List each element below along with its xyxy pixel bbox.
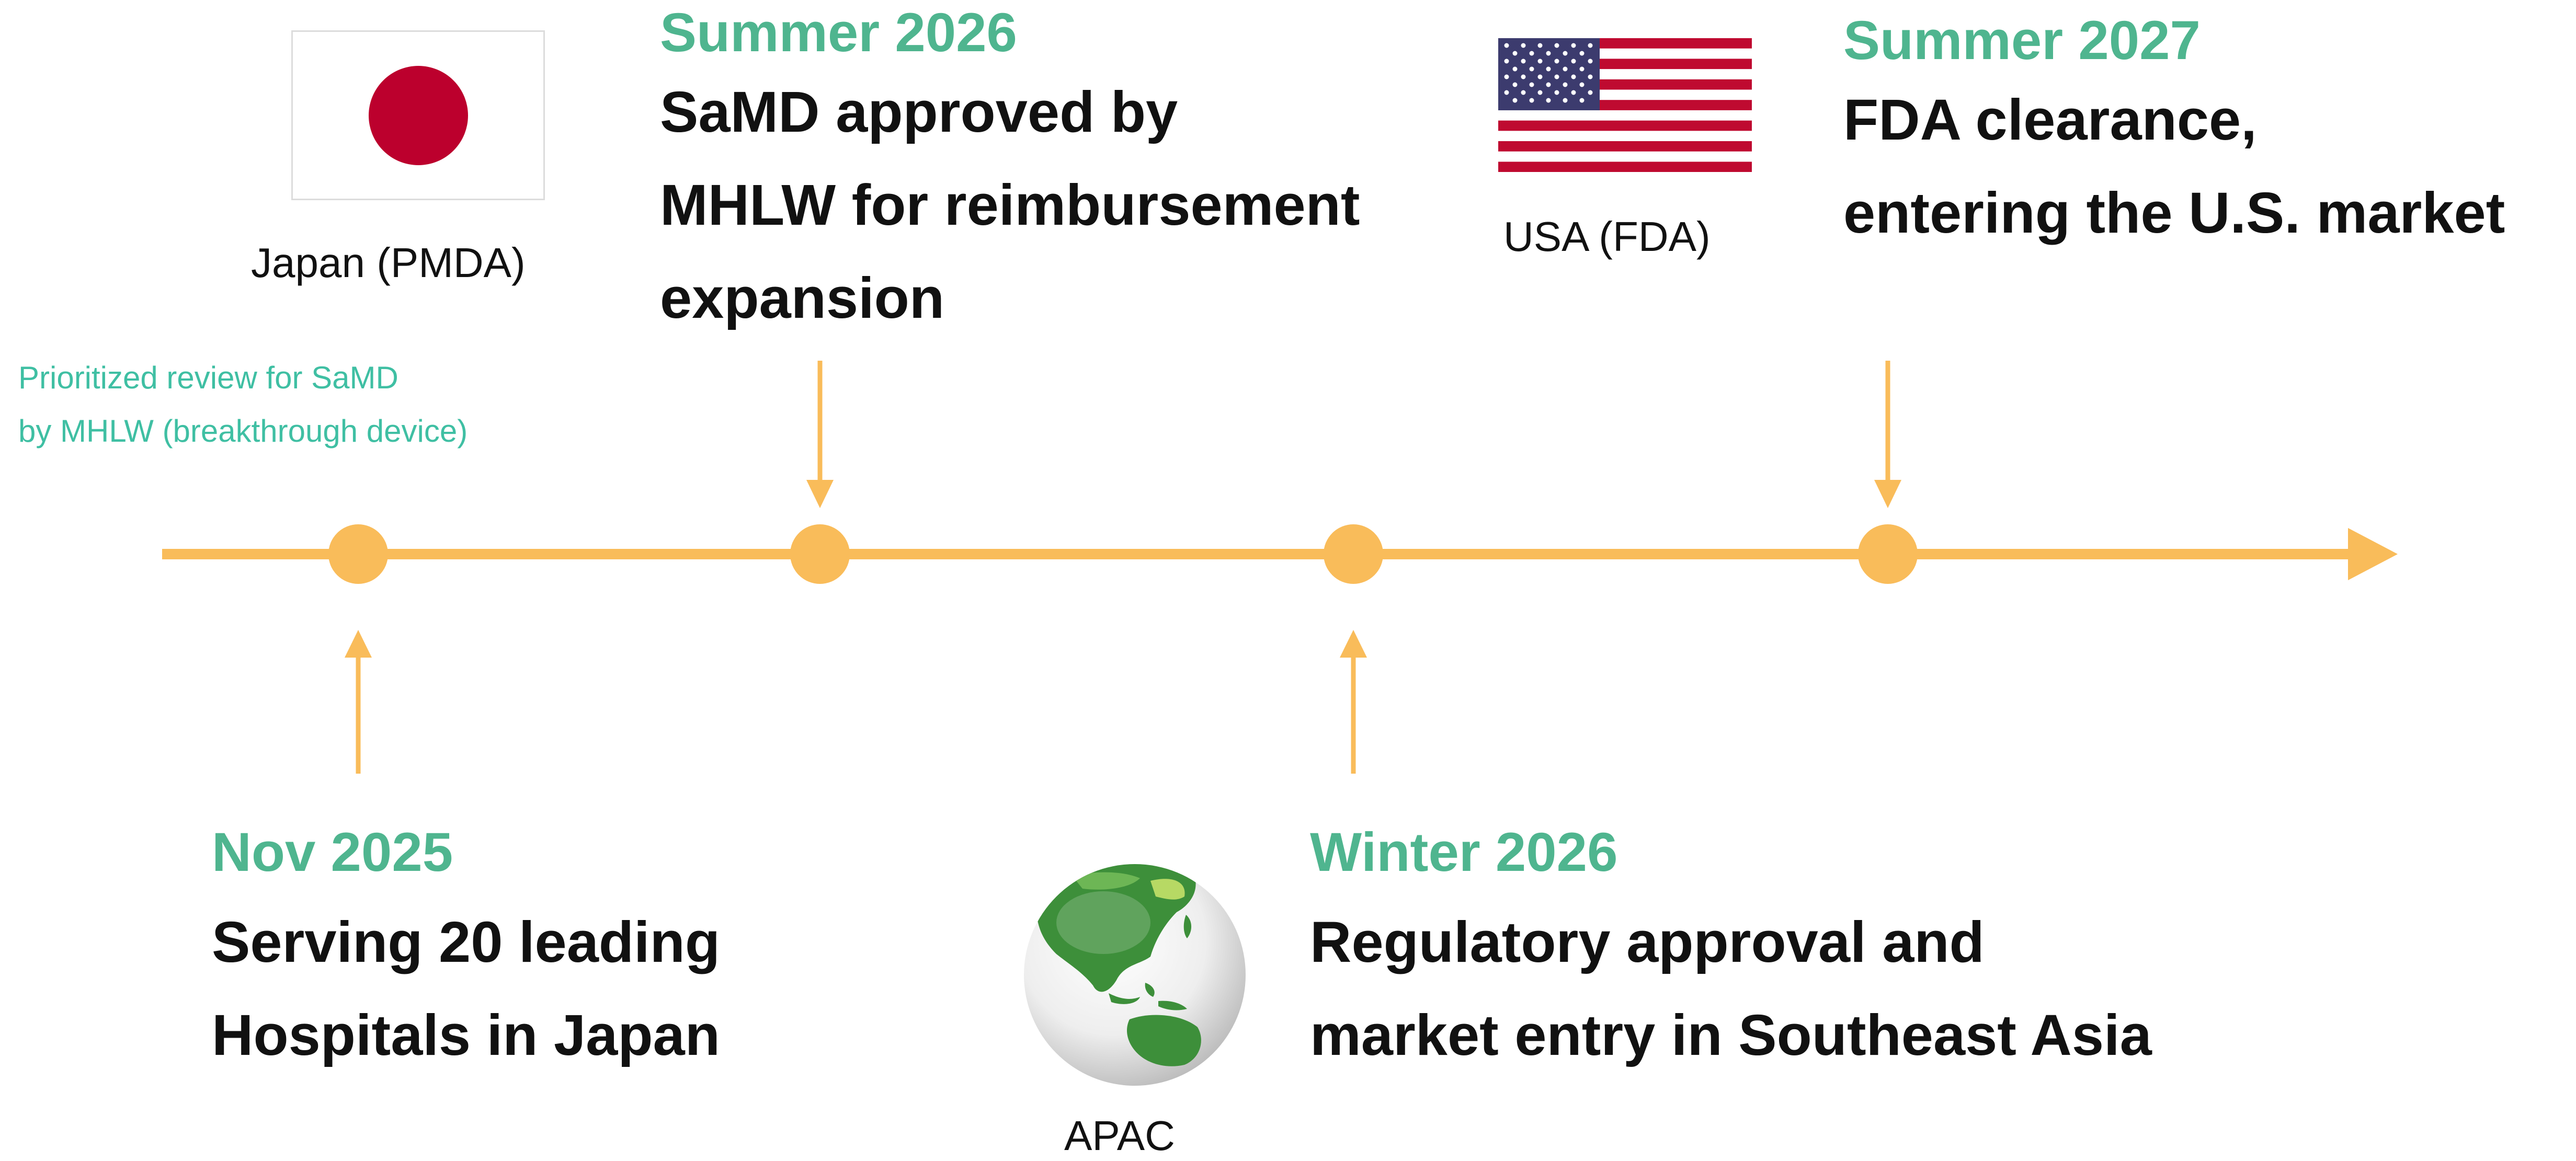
- milestone-winter-2026: Winter 2026 Regulatory approval and mark…: [1310, 820, 2152, 1082]
- milestone-dot-summer-2026: [790, 524, 850, 584]
- usa-flag-icon: [1498, 38, 1752, 172]
- note-line: by MHLW (breakthrough device): [18, 413, 468, 449]
- milestone-date: Nov 2025: [212, 822, 453, 883]
- note-prioritized-review: Prioritized review for SaMD by MHLW (bre…: [18, 351, 468, 458]
- milestone-desc-line: MHLW for reimbursement: [660, 173, 1360, 237]
- milestone-nov-2025: Nov 2025 Serving 20 leading Hospitals in…: [212, 820, 720, 1082]
- region-label-japan: Japan (PMDA): [251, 239, 526, 286]
- apac-globe-icon: [1024, 864, 1246, 1086]
- milestone-desc-line: FDA clearance,: [1843, 88, 2257, 152]
- milestone-dot-nov-2025: [328, 524, 388, 584]
- region-label-apac: APAC: [1064, 1112, 1175, 1159]
- milestone-summer-2026: Summer 2026 SaMD approved by MHLW for re…: [660, 0, 1360, 345]
- milestone-desc-line: expansion: [660, 266, 945, 330]
- milestone-desc-line: entering the U.S. market: [1843, 181, 2505, 245]
- timeline-arrowhead: [2348, 528, 2398, 580]
- pointer-arrow-summer-2027: [1874, 361, 1901, 508]
- milestone-summer-2027: Summer 2027 FDA clearance, entering the …: [1843, 8, 2505, 260]
- note-line: Prioritized review for SaMD: [18, 360, 398, 395]
- milestone-date: Winter 2026: [1310, 822, 1618, 883]
- milestone-desc-line: Hospitals in Japan: [212, 1003, 720, 1067]
- japan-flag-disc: [368, 65, 468, 165]
- pointer-arrow-nov-2025: [345, 630, 372, 774]
- japan-flag-icon: [291, 30, 545, 200]
- milestone-date: Summer 2026: [660, 2, 1017, 63]
- milestone-desc-line: SaMD approved by: [660, 80, 1178, 144]
- milestone-dot-summer-2027: [1858, 524, 1918, 584]
- milestone-date: Summer 2027: [1843, 10, 2201, 71]
- milestone-dot-winter-2026: [1324, 524, 1383, 584]
- pointer-arrow-winter-2026: [1340, 630, 1367, 774]
- pointer-arrow-summer-2026: [806, 361, 834, 508]
- milestone-desc-line: Regulatory approval and: [1310, 910, 1985, 974]
- milestone-desc-line: Serving 20 leading: [212, 910, 721, 974]
- milestone-desc-line: market entry in Southeast Asia: [1310, 1003, 2152, 1067]
- region-label-usa: USA (FDA): [1503, 213, 1711, 260]
